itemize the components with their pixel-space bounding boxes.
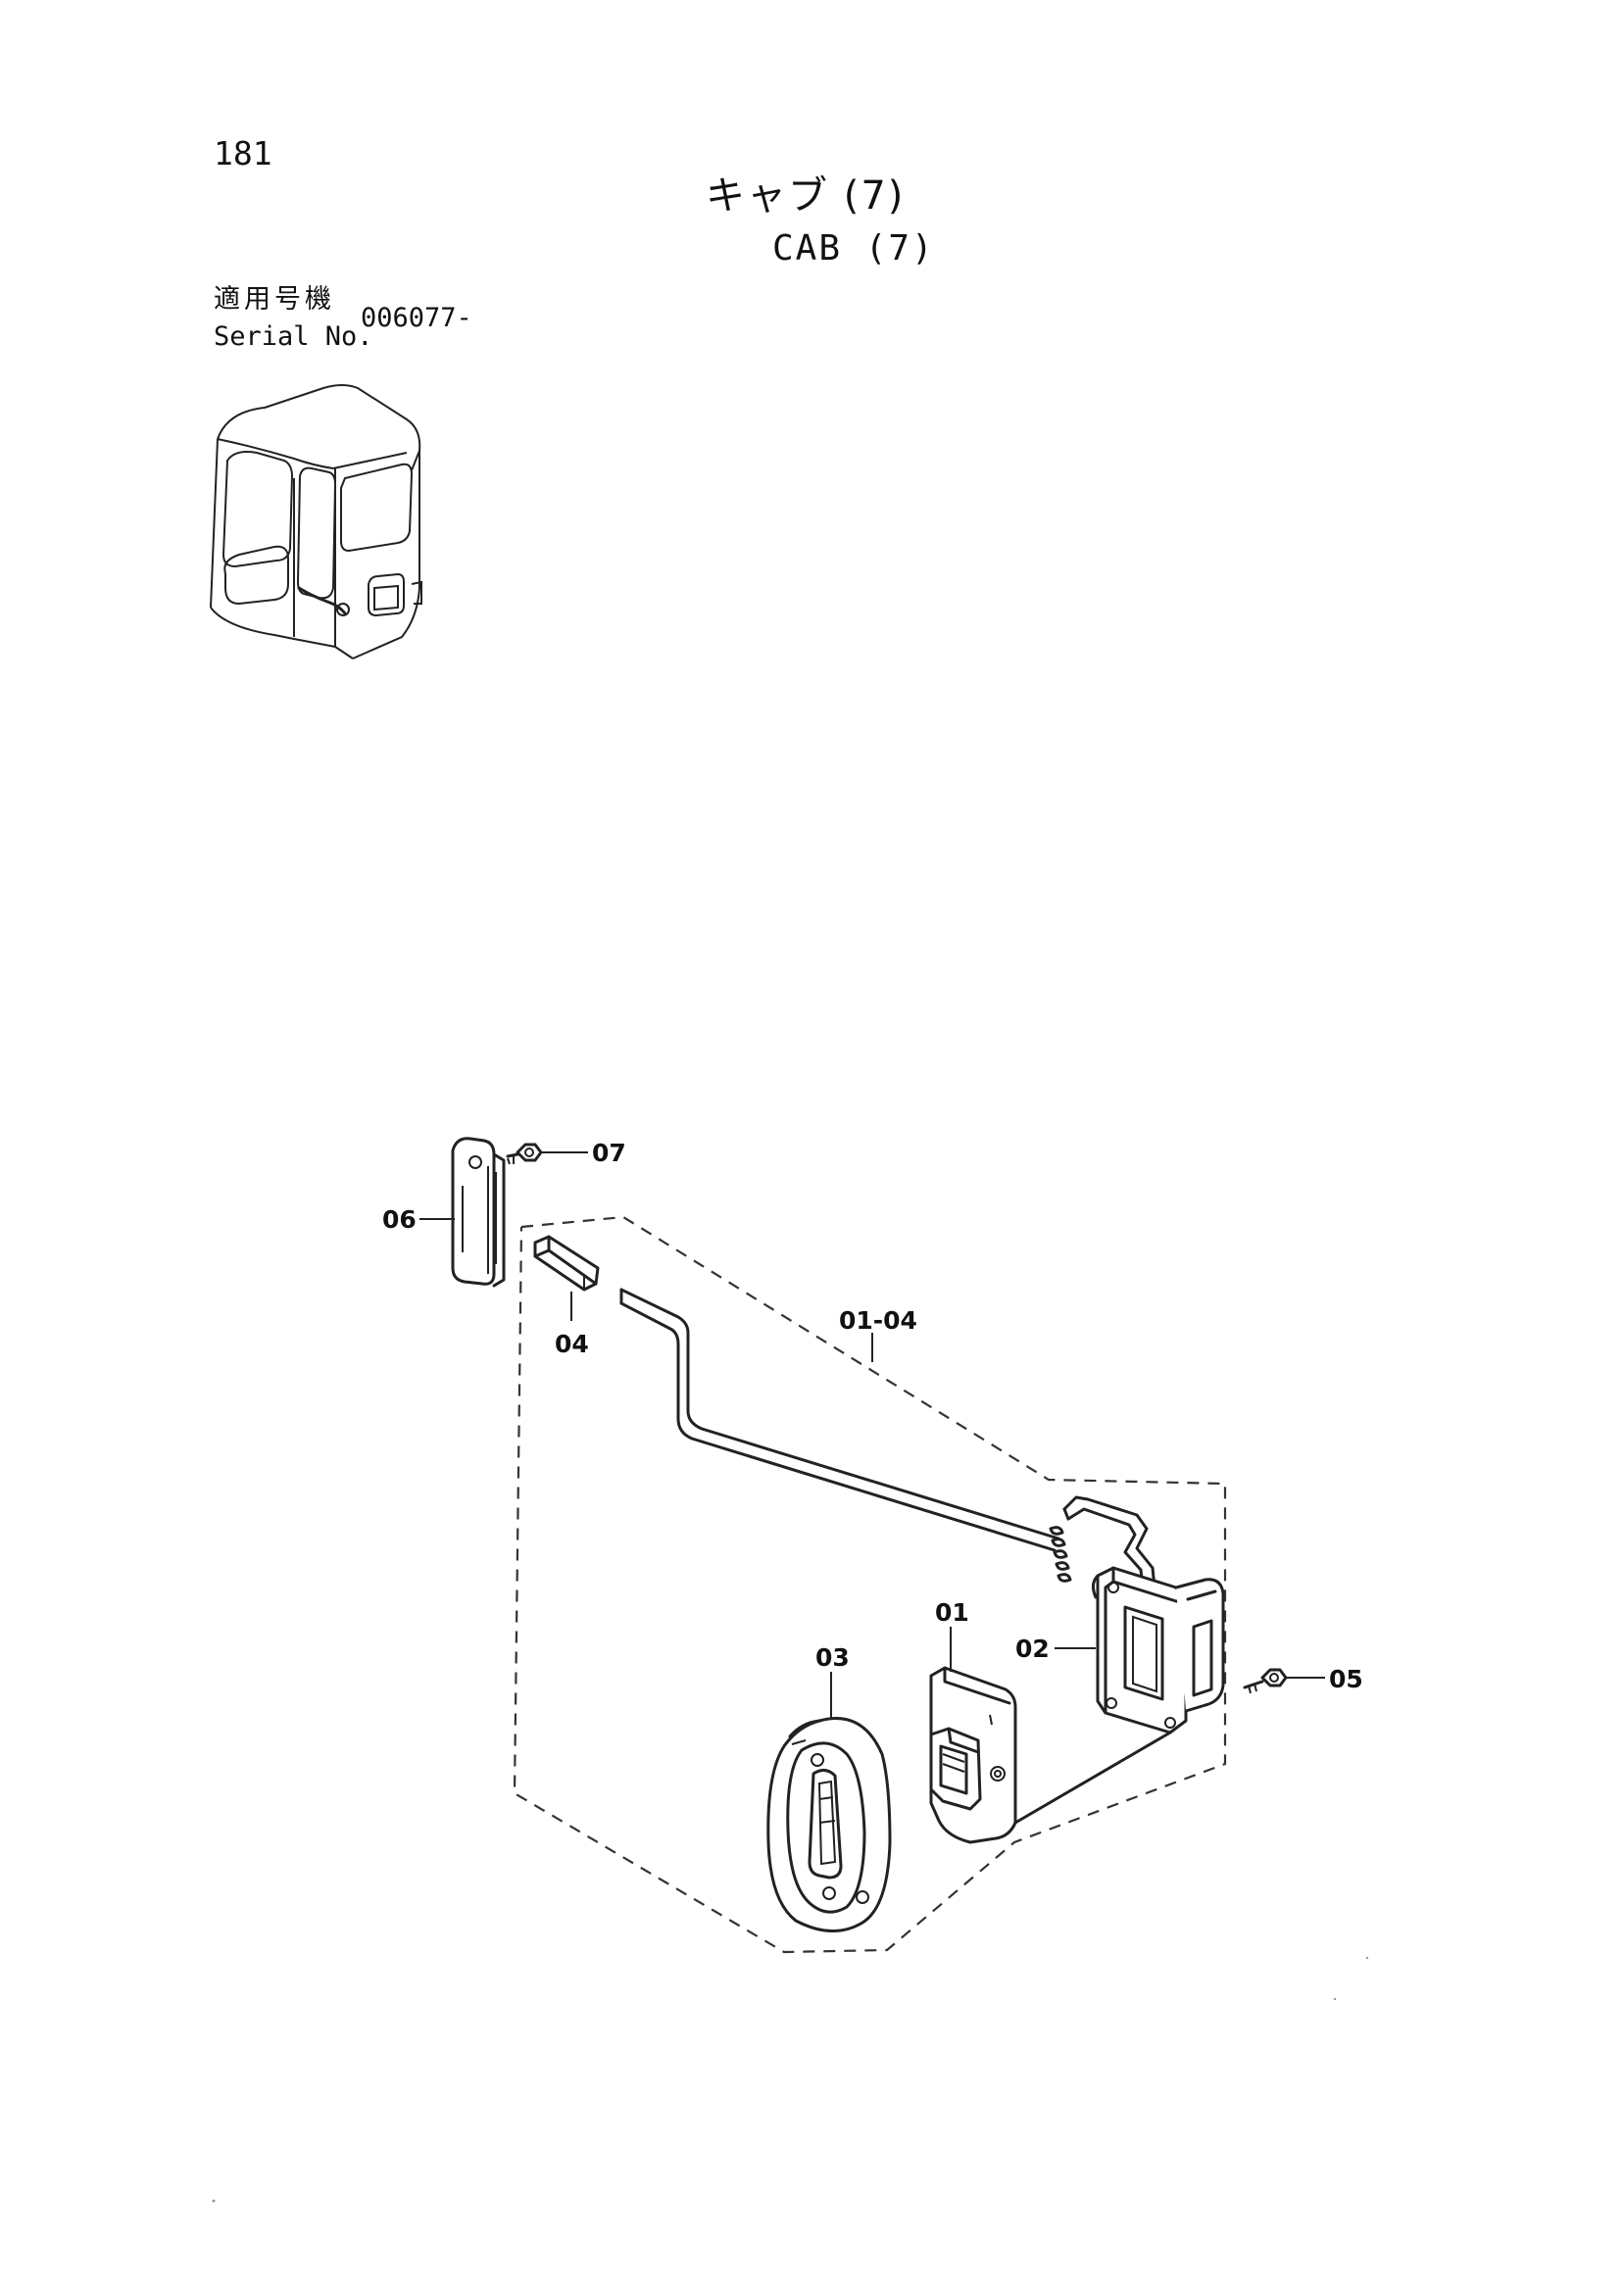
- callout-05: 05: [1329, 1665, 1363, 1693]
- release-rod[interactable]: [619, 1288, 1060, 1552]
- callout-01: 01: [935, 1598, 969, 1627]
- serial-label-english: Serial No.: [214, 321, 373, 352]
- part-01-latch-mechanism[interactable]: [929, 1666, 1172, 1844]
- page-number: 181: [214, 134, 272, 172]
- assembly-boundary-01-04: [513, 1215, 1227, 1954]
- callout-01-04: 01-04: [839, 1306, 917, 1335]
- page-title-japanese: キャブ (7): [706, 173, 906, 219]
- callout-03: 03: [815, 1643, 850, 1672]
- part-03-handle-escutcheon[interactable]: [766, 1717, 892, 1932]
- part-04-knob[interactable]: [533, 1235, 600, 1292]
- page-title-english: CAB (7): [772, 228, 935, 269]
- callout-07: 07: [592, 1139, 626, 1167]
- part-06-cover-plate[interactable]: [451, 1137, 506, 1288]
- latch-bracket[interactable]: [1049, 1495, 1158, 1609]
- part-02-latch-housing[interactable]: [1091, 1566, 1225, 1734]
- callout-02: 02: [1015, 1635, 1050, 1663]
- part-07-screw[interactable]: [506, 1143, 543, 1165]
- part-05-screw[interactable]: [1243, 1668, 1288, 1694]
- serial-label-japanese: 適用号機: [214, 284, 335, 315]
- callout-04: 04: [555, 1330, 589, 1358]
- callout-06: 06: [382, 1205, 417, 1234]
- serial-number-value: 006077-: [361, 303, 472, 333]
